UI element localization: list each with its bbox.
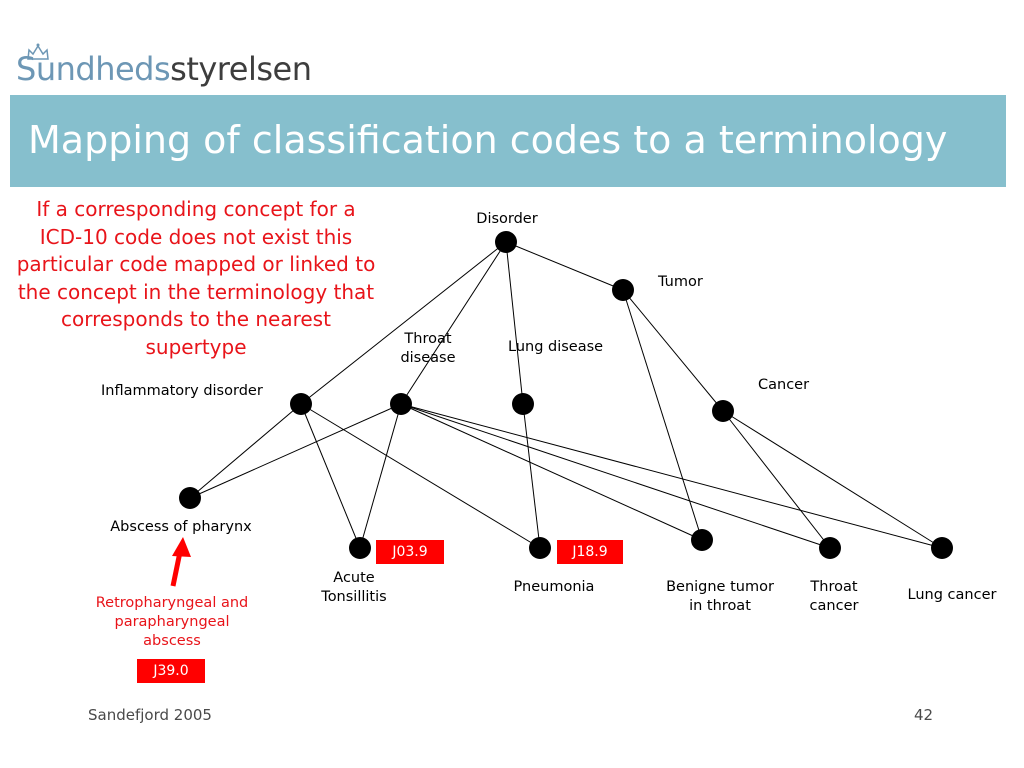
edge-inflammatory-tonsillitis — [300, 403, 361, 549]
label-retro-3: abscess — [143, 633, 201, 649]
label-cancer: Cancer — [758, 377, 809, 393]
node-throat-disease — [390, 393, 412, 415]
label-acute-tonsillitis-2: Tonsillitis — [320, 589, 386, 605]
label-benigne-tumor-1: Benigne tumor — [666, 579, 774, 595]
node-inflammatory-disorder — [290, 393, 312, 415]
label-tumor: Tumor — [657, 274, 703, 290]
edge-lung-lungcancer — [400, 403, 943, 549]
edge-inflammatory-pneumonia — [300, 403, 541, 549]
node-lung-cancer — [931, 537, 953, 559]
edge-tumor-benigne — [622, 289, 703, 541]
edge-throat-benigne — [400, 403, 703, 541]
node-pneumonia — [529, 537, 551, 559]
node-lung-disease — [512, 393, 534, 415]
explanation-note: If a corresponding concept for a ICD-10 … — [16, 197, 376, 359]
label-disorder: Disorder — [476, 211, 537, 227]
label-lung-disease: Lung disease — [508, 339, 603, 355]
code-badge-tonsillitis: J03.9 — [376, 540, 444, 564]
label-inflammatory-disorder: Inflammatory disorder — [101, 383, 263, 399]
up-arrow-icon — [170, 537, 191, 587]
code-badge-pneumonia: J18.9 — [557, 540, 623, 564]
logo: Sundhedsstyrelsen — [16, 50, 312, 88]
label-retro-2: parapharyngeal — [115, 614, 230, 630]
node-benigne-tumor — [691, 529, 713, 551]
page-number: 42 — [914, 706, 934, 724]
label-retro-1: Retropharyngeal and — [96, 595, 248, 611]
edge-disorder-throat — [400, 241, 507, 405]
label-abscess-of-pharynx: Abscess of pharynx — [110, 519, 252, 535]
label-throat-cancer-1: Throat — [809, 579, 857, 595]
label-throat-disease-2: disease — [400, 350, 455, 366]
logo-part-1: Sundheds — [16, 50, 171, 88]
crown-icon — [27, 43, 49, 60]
edges — [189, 241, 943, 549]
label-throat-cancer-2: cancer — [810, 598, 859, 614]
logo-part-2: styrelsen — [170, 50, 312, 88]
edge-throat-throatcancer — [400, 403, 831, 549]
edge-disorder-inflammatory — [300, 241, 507, 405]
nodes — [179, 231, 953, 559]
node-abscess-of-pharynx — [179, 487, 201, 509]
label-pneumonia: Pneumonia — [514, 579, 595, 595]
edge-tumor-cancer — [622, 289, 724, 412]
label-lung-cancer: Lung cancer — [908, 587, 997, 603]
node-acute-tonsillitis — [349, 537, 371, 559]
edge-inflammatory-abscess — [189, 403, 302, 499]
title-bar — [10, 95, 1006, 187]
edge-lung-pneumonia — [522, 403, 541, 549]
code-badge-retro: J39.0 — [137, 659, 205, 683]
edge-disorder-tumor — [505, 241, 624, 291]
edge-cancer-throatcancer — [722, 410, 831, 549]
slide-title: Mapping of classification codes to a ter… — [28, 118, 948, 162]
footer-venue: Sandefjord 2005 — [88, 706, 212, 724]
edge-throat-abscess — [189, 403, 402, 499]
labels: Disorder Tumor Throat disease Lung disea… — [96, 211, 997, 649]
edge-throat-tonsillitis — [359, 403, 402, 549]
label-throat-disease-1: Throat — [403, 331, 451, 347]
node-disorder — [495, 231, 517, 253]
node-cancer — [712, 400, 734, 422]
edge-disorder-lung — [505, 241, 524, 405]
node-tumor — [612, 279, 634, 301]
label-acute-tonsillitis-1: Acute — [333, 570, 375, 586]
label-benigne-tumor-2: in throat — [689, 598, 751, 614]
node-throat-cancer — [819, 537, 841, 559]
edge-cancer-lungcancer — [722, 410, 943, 549]
